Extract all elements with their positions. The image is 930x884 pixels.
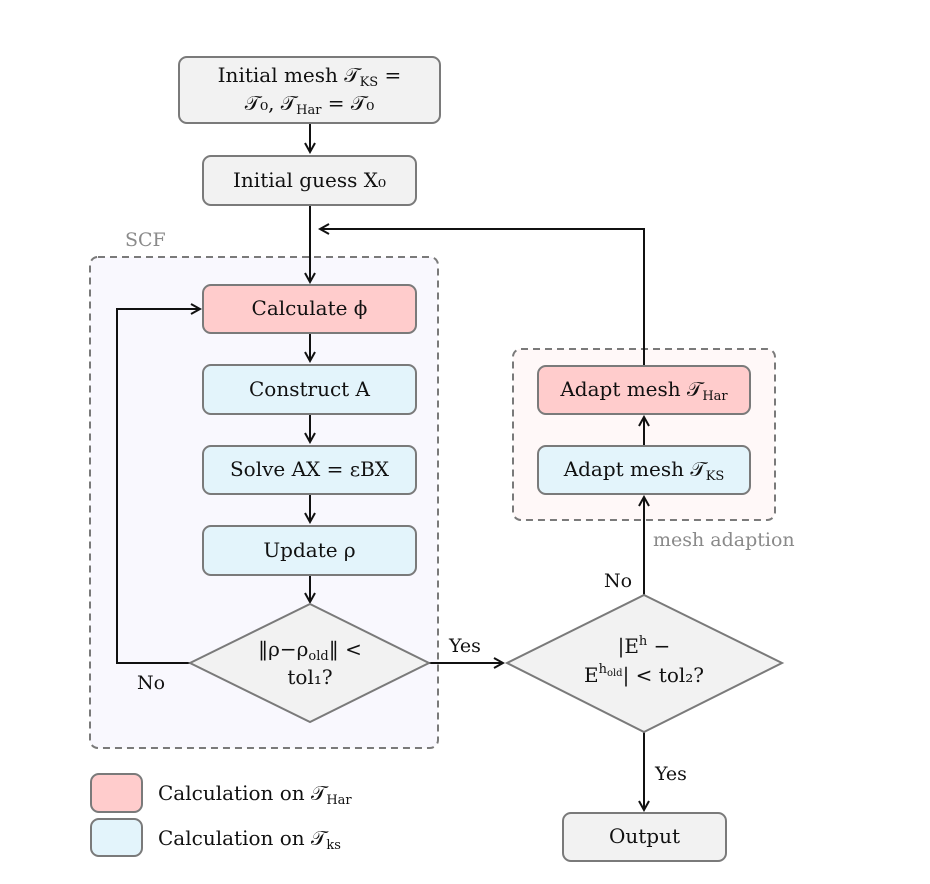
node-calculate-phi: Calculate ϕ [202, 284, 417, 334]
energy-check-line1: |E [618, 634, 639, 659]
legend-item-ks: Calculation on 𝒯ks [90, 818, 341, 857]
svg-text:𝒯₀, 𝒯Har = 𝒯₀: 𝒯₀, 𝒯Har = 𝒯₀ [245, 91, 375, 118]
edge-label-yes-energy: Yes [654, 763, 687, 785]
edge-har-back-to-scf [320, 229, 645, 365]
output-label: Output [609, 824, 680, 848]
node-output: Output [562, 812, 727, 862]
energy-check-line2: E [584, 663, 599, 687]
mesh-adaption-group-label: mesh adaption [653, 529, 795, 551]
legend-swatch-ks [90, 818, 143, 857]
initial-guess-label: Initial guess X₀ [233, 168, 386, 192]
legend-swatch-har [90, 773, 143, 813]
svg-text:Adapt mesh 𝒯Har: Adapt mesh 𝒯Har [559, 377, 728, 404]
update-rho-label: Update ρ [263, 538, 355, 562]
adapt-har-label: Adapt mesh 𝒯 [559, 377, 705, 401]
svg-text:‖ρ−ρold‖ <: ‖ρ−ρold‖ < [258, 637, 362, 664]
svg-text:Adapt mesh 𝒯KS: Adapt mesh 𝒯KS [563, 457, 725, 484]
edge-no-loop [116, 309, 200, 664]
node-scf-check: ‖ρ−ρold‖ < tol₁? [187, 602, 432, 724]
svg-text:|Eh −: |Eh − [618, 634, 671, 659]
svg-text:Ehold| < tol₂?: Ehold| < tol₂? [584, 662, 704, 688]
scf-check-line1: ‖ρ−ρ [258, 637, 308, 662]
node-update-rho: Update ρ [202, 525, 417, 576]
construct-a-label: Construct A [249, 377, 371, 401]
legend: Calculation on 𝒯Har Calculation on 𝒯ks [90, 773, 352, 857]
node-construct-a: Construct A [202, 364, 417, 415]
legend-label-ks: Calculation on 𝒯 [158, 826, 329, 850]
scf-check-line2: tol₁? [287, 665, 332, 689]
svg-text:Calculation on 𝒯ks: Calculation on 𝒯ks [158, 826, 341, 853]
adapt-ks-label: Adapt mesh 𝒯 [563, 457, 709, 481]
node-initial-mesh: Initial mesh 𝒯KS = 𝒯₀, 𝒯Har = 𝒯₀ [178, 56, 441, 124]
node-solve: Solve AX = εBX [202, 445, 417, 495]
solve-label: Solve AX = εBX [230, 457, 390, 481]
edge-label-no-scf: No [137, 672, 165, 694]
initial-mesh-line1: Initial mesh 𝒯 [218, 63, 363, 87]
node-initial-guess: Initial guess X₀ [202, 155, 417, 206]
node-energy-check: |Eh − Ehold| < tol₂? [504, 593, 785, 734]
svg-text:Initial mesh 𝒯KS =: Initial mesh 𝒯KS = [218, 63, 402, 90]
edge-label-no-energy: No [604, 570, 632, 592]
node-adapt-har: Adapt mesh 𝒯Har [537, 365, 751, 415]
initial-mesh-line2: 𝒯₀, 𝒯 [245, 91, 299, 115]
calculate-phi-label: Calculate ϕ [252, 296, 368, 320]
scf-group-label: SCF [125, 229, 166, 251]
legend-label-har: Calculation on 𝒯 [158, 781, 329, 805]
legend-item-har: Calculation on 𝒯Har [90, 773, 352, 813]
edge-label-yes-scf: Yes [448, 635, 481, 657]
node-adapt-ks: Adapt mesh 𝒯KS [537, 445, 751, 495]
svg-text:Calculation on 𝒯Har: Calculation on 𝒯Har [158, 781, 352, 808]
edges [116, 124, 645, 810]
